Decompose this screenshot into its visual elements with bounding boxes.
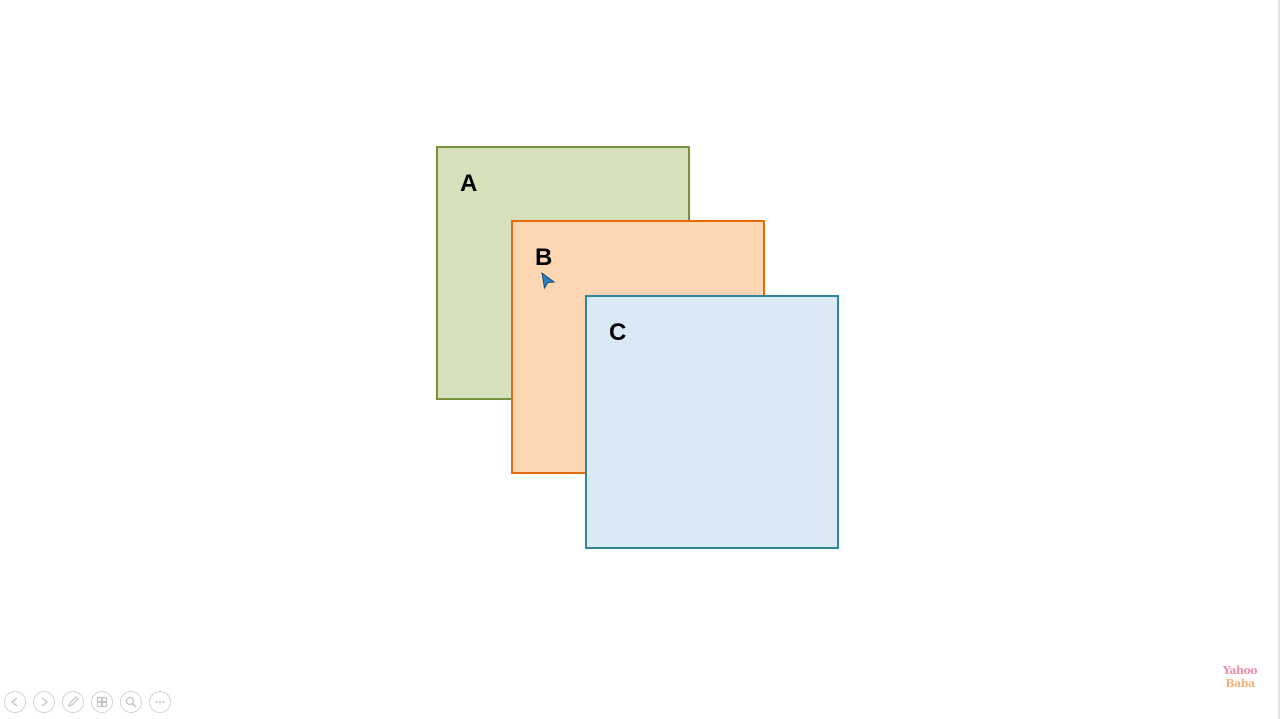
box-b-label: B	[535, 244, 553, 271]
mouse-cursor-icon	[541, 272, 556, 290]
arrow-right-icon	[41, 697, 49, 707]
slide-edge	[1278, 0, 1280, 719]
pen-icon	[68, 696, 79, 707]
channel-logo: Yahoo Baba	[1220, 664, 1260, 690]
previous-slide-button[interactable]	[4, 691, 26, 713]
more-dots-icon	[155, 700, 165, 704]
box-a-label: A	[460, 170, 478, 197]
box-c-label: C	[609, 319, 627, 346]
logo-line-2: Baba	[1225, 677, 1255, 690]
see-all-slides-button[interactable]	[91, 691, 113, 713]
magnifier-icon	[125, 696, 137, 708]
next-slide-button[interactable]	[33, 691, 55, 713]
slides-grid-icon	[96, 696, 108, 708]
arrow-left-icon	[10, 697, 18, 707]
box-c: C	[585, 295, 839, 549]
zoom-button[interactable]	[120, 691, 142, 713]
more-options-button[interactable]	[149, 691, 171, 713]
logo-line-1: Yahoo	[1222, 664, 1258, 677]
slideshow-toolbar	[4, 691, 171, 713]
pen-tool-button[interactable]	[62, 691, 84, 713]
